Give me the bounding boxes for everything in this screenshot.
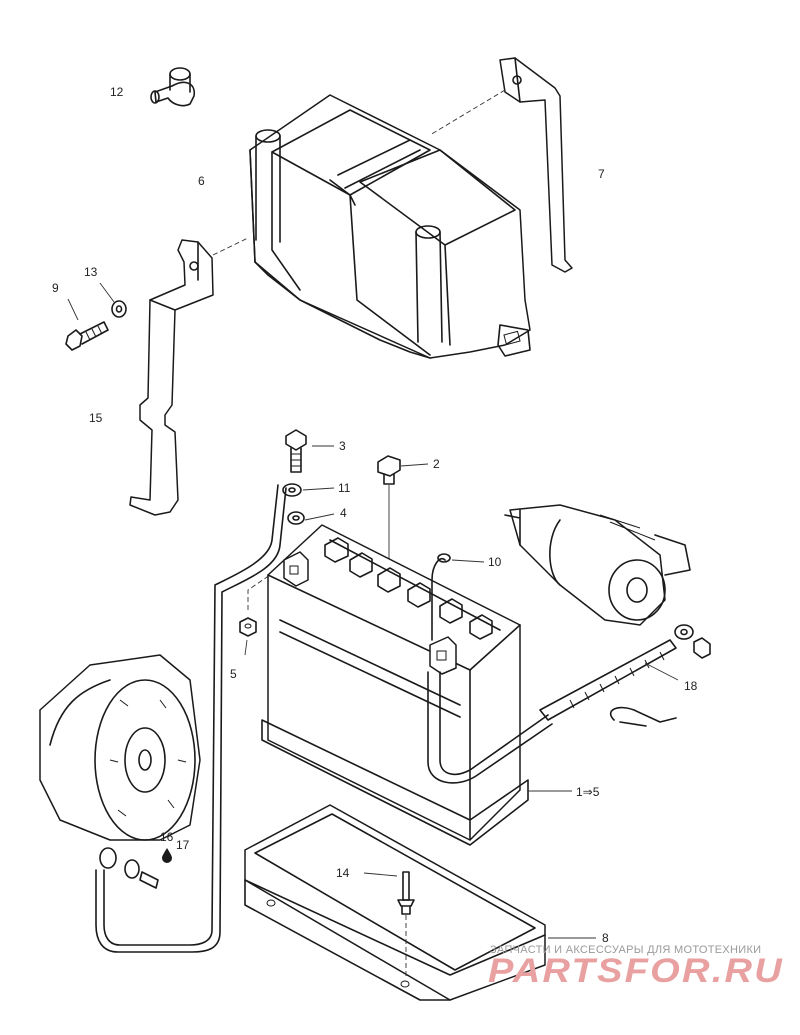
callout-9: 9 bbox=[52, 281, 59, 295]
battery-tray-part bbox=[244, 804, 546, 1001]
callout-1-5: 1⇒5 bbox=[576, 785, 600, 799]
battery-part bbox=[261, 524, 529, 846]
callout-16: 16 bbox=[160, 830, 174, 844]
callout-10: 10 bbox=[488, 555, 502, 569]
battery-cells bbox=[324, 537, 493, 640]
washer-part bbox=[111, 300, 127, 318]
positive-cable-part bbox=[427, 553, 553, 784]
vertical-bracket-part bbox=[429, 57, 573, 273]
callout-4: 4 bbox=[340, 506, 347, 520]
callout-2: 2 bbox=[433, 457, 440, 471]
callout-5: 5 bbox=[230, 667, 237, 681]
callout-8: 8 bbox=[602, 931, 609, 945]
callout-labels: 12 6 7 9 13 15 3 2 11 4 10 5 18 1⇒5 16 1… bbox=[52, 85, 698, 945]
starter-motor-part bbox=[504, 504, 691, 626]
callout-12: 12 bbox=[110, 85, 124, 99]
bolt-16-part bbox=[124, 859, 159, 889]
leader-lines bbox=[67, 282, 679, 939]
callout-15: 15 bbox=[89, 411, 103, 425]
callout-13: 13 bbox=[84, 265, 98, 279]
tray-bolt-part bbox=[397, 871, 415, 978]
washer-11-part bbox=[282, 483, 302, 497]
callout-17: 17 bbox=[176, 838, 190, 852]
vent-elbow-part bbox=[150, 67, 196, 107]
grease-drop-17 bbox=[162, 848, 172, 863]
callout-3: 3 bbox=[339, 439, 346, 453]
watermark-logo: PARTSFOR.RU bbox=[488, 952, 784, 990]
callout-18: 18 bbox=[684, 679, 698, 693]
bolt-part bbox=[65, 321, 109, 351]
starter-cable-part bbox=[539, 624, 711, 727]
callout-14: 14 bbox=[336, 866, 350, 880]
washer-4-part bbox=[287, 511, 305, 525]
battery-cover-part bbox=[249, 94, 531, 359]
hold-down-bracket-part bbox=[129, 237, 249, 516]
watermark-logo-text: PARTSFOR.RU bbox=[488, 952, 784, 990]
callout-11: 11 bbox=[338, 481, 351, 495]
terminal-bolt-part bbox=[285, 429, 307, 473]
ground-cable-part bbox=[95, 484, 287, 953]
callout-6: 6 bbox=[198, 174, 205, 188]
nut-part bbox=[239, 574, 271, 637]
engine-housing-part bbox=[39, 654, 201, 841]
callout-7: 7 bbox=[598, 167, 605, 181]
watermark-caption: ЗАПЧАСТИ И АКСЕССУАРЫ ДЛЯ МОТОТЕХНИКИ bbox=[490, 944, 762, 956]
vent-cap-part bbox=[377, 455, 401, 560]
